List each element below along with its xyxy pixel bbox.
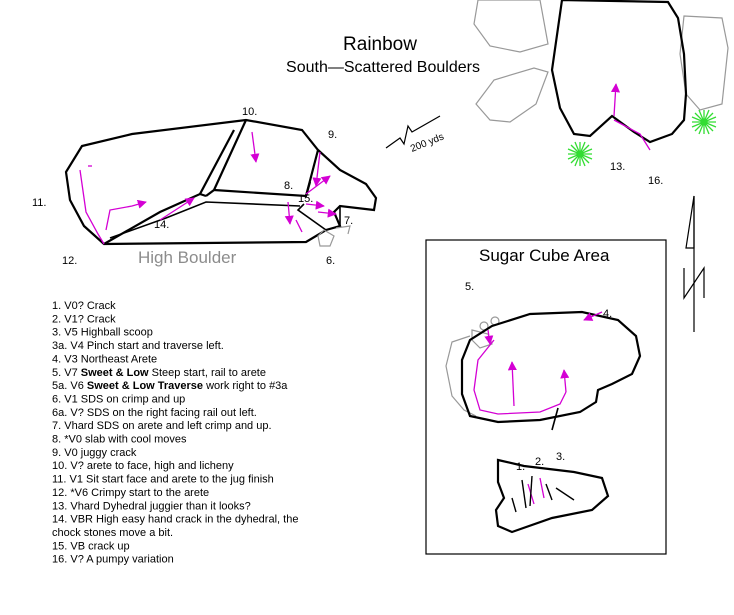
label-6: 6.	[326, 255, 335, 267]
label-15: 15.	[298, 193, 313, 205]
upper-boulder-outline	[550, 0, 688, 144]
legend-item: 10. V? arete to face, high and licheny	[52, 460, 234, 472]
legend-item: chock stones move a bit.	[52, 527, 173, 539]
sugar-cube-boulder-outline	[460, 310, 642, 424]
sugar-cube-title: Sugar Cube Area	[479, 246, 610, 265]
upper-boulder-problem-lines	[610, 83, 651, 151]
label-1: 1.	[516, 461, 525, 473]
legend-item: 3a. V4 Pinch start and traverse left.	[52, 340, 224, 352]
legend-item: 8. *V0 slab with cool moves	[52, 434, 187, 446]
legend-item: 5. V7 Sweet & Low Steep start, rail to a…	[52, 367, 266, 379]
label-9: 9.	[328, 129, 337, 141]
label-2: 2.	[535, 456, 544, 468]
scale-bar: 200 yds	[385, 115, 446, 155]
legend-item: 13. Vhard Dyhedral juggier than it looks…	[52, 500, 251, 512]
legend-item: 2. V1? Crack	[52, 313, 116, 325]
label-4: 4.	[603, 308, 612, 320]
legend-item: 4. V3 Northeast Arete	[52, 353, 157, 365]
sugar-cube-frame	[425, 239, 667, 555]
sugar-cube-inset: Sugar Cube Area 5. 4. 3. 1. 2.	[425, 239, 667, 555]
legend-item: 16. V? A pumpy variation	[52, 554, 174, 566]
map-subtitle: South—Scattered Boulders	[286, 59, 480, 76]
gray-boulder-outlines	[473, 0, 729, 123]
sugar-cube-problem-lines	[473, 311, 603, 505]
legend-item: 6a. V? SDS on the right facing rail out …	[52, 407, 257, 419]
label-11: 11.	[32, 197, 46, 209]
label-14: 14.	[154, 219, 169, 231]
small-boulder-outline	[494, 458, 610, 534]
legend-item: 3. V5 Highball scoop	[52, 327, 153, 339]
high-boulder-label: High Boulder	[138, 248, 237, 267]
legend-item: 9. V0 juggy crack	[52, 447, 137, 459]
bush-icon	[691, 109, 717, 135]
label-13: 13.	[610, 161, 625, 173]
scale-label: 200 yds	[409, 131, 446, 154]
label-16: 16.	[648, 175, 663, 187]
legend-item: 6. V1 SDS on crimp and up	[52, 393, 185, 405]
legend-item: 15. VB crack up	[52, 540, 130, 552]
label-7: 7.	[344, 215, 353, 227]
label-12: 12.	[62, 255, 77, 267]
legend-item: 1. V0? Crack	[52, 300, 116, 312]
legend-item: 5a. V6 Sweet & Low Traverse work right t…	[52, 380, 288, 392]
label-3: 3.	[556, 451, 565, 463]
high-boulder: High Boulder	[64, 118, 378, 267]
legend-item: 14. VBR High easy hand crack in the dyhe…	[52, 514, 298, 526]
label-8: 8.	[284, 180, 293, 192]
crack-marks	[511, 475, 575, 513]
bush-icon	[567, 141, 593, 167]
label-5: 5.	[465, 281, 474, 293]
legend-item: 11. V1 Sit start face and arete to the j…	[52, 474, 274, 486]
label-10: 10.	[242, 106, 257, 118]
map-title: Rainbow	[343, 34, 417, 55]
legend-item: 7. Vhard SDS on arete and left crimp and…	[52, 420, 272, 432]
legend-item: 12. *V6 Crimpy start to the arete	[52, 487, 209, 499]
high-boulder-problem-lines	[79, 131, 337, 245]
north-arrow	[683, 195, 705, 332]
